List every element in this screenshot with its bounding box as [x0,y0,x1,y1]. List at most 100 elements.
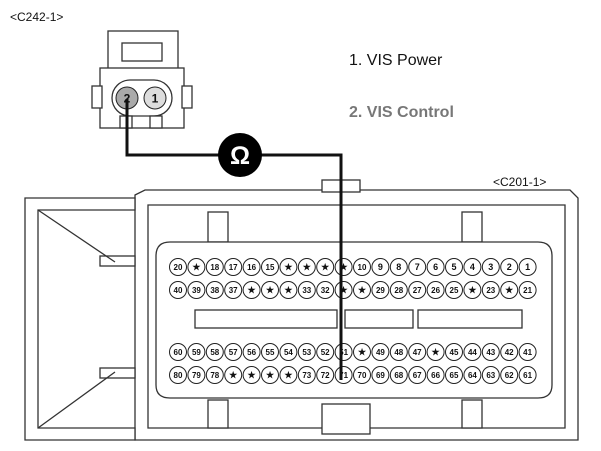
pin-41: 41 [518,343,537,361]
pin-label: 9 [378,262,383,272]
ohm-symbol: Ω [230,142,250,170]
pin-60: 60 [169,343,187,361]
pin-label: 8 [396,262,401,272]
pin-circle [426,366,445,384]
pin-label: 15 [266,263,275,272]
pin-68: 68 [389,366,408,384]
pin-circle [242,258,261,276]
c201-bottom-key [321,403,371,435]
pin-23: 23 [481,281,500,299]
pin-label: 1 [152,91,159,105]
c242-right-tab [181,85,193,109]
pin-label: 73 [302,371,311,380]
pin-label: 16 [247,263,256,272]
c242-latch-window [121,42,163,62]
c242-key-right [149,115,163,129]
pin-label: 40 [174,286,183,295]
c201-slot-right [417,309,523,329]
pin-circle [242,366,261,384]
pin-53: 53 [297,343,316,361]
pin-59: 59 [187,343,206,361]
pin-38: 38 [205,281,224,299]
pin-circle [353,281,371,299]
pin-78: 78 [205,366,224,384]
pin-39: 39 [187,281,206,299]
pin-48: 48 [389,343,408,361]
pin-unused: ★ [187,258,206,276]
pin-circle [224,258,243,276]
c201-guide-right [461,211,483,243]
pin-65: 65 [445,366,463,384]
pin-label: 60 [174,348,183,357]
pin-unused: ★ [224,366,243,384]
c201-guide-bottom-right [461,399,483,429]
pin-51: 51 [334,343,353,361]
c201-connector [24,179,579,441]
pin-label: 28 [394,286,403,295]
pin-25: 25 [445,281,463,299]
pin-1: 1 [518,258,537,276]
pin-label: ★ [340,285,349,295]
pin-unused: ★ [353,343,371,361]
pin-circle [297,281,316,299]
pin-label: 37 [229,286,238,295]
pin-circle [408,258,427,276]
pin-circle [242,343,261,361]
pin-circle [316,343,335,361]
pin-42: 42 [500,343,519,361]
pin-unused: ★ [297,258,316,276]
pin-circle [426,343,445,361]
pin-circle [169,366,187,384]
pin-circle [187,258,206,276]
pin-circle [500,366,519,384]
pin-unused: ★ [426,343,445,361]
pin-circle [500,258,519,276]
pin-55: 55 [261,343,279,361]
pin-label: 5 [451,262,456,272]
pin-circle [334,281,353,299]
pin-circle [389,343,408,361]
pin-label: 78 [210,371,219,380]
pin-label: 18 [210,263,219,272]
pin-label: 3 [488,262,493,272]
pin-49: 49 [371,343,390,361]
pin-circle [408,366,427,384]
pin-37: 37 [224,281,243,299]
pin-21: 21 [518,281,537,299]
pin-circle [334,366,353,384]
pin-circle [353,366,371,384]
pin-label: ★ [284,370,293,380]
pin-circle [408,343,427,361]
pin-label: 21 [523,286,532,295]
pin-label: 67 [413,371,422,380]
pin-label: 42 [505,348,514,357]
pin-label: 44 [468,348,477,357]
pin-circle [445,366,463,384]
pin-label: 56 [247,348,256,357]
pin-8: 8 [389,258,408,276]
pin-unused: ★ [334,281,353,299]
pin-label: ★ [303,262,312,272]
pin-unused: ★ [353,281,371,299]
c201-lever-bar-top [99,255,136,267]
c242-connector-label: <C242-1> [10,10,64,24]
pin-80: 80 [169,366,187,384]
pin-circle [205,343,224,361]
pin-label: 29 [376,286,385,295]
pin-6: 6 [426,258,445,276]
pin-unused: ★ [279,281,298,299]
pin-circle [205,281,224,299]
pin-circle [187,366,206,384]
pin-label: ★ [192,262,201,272]
pin-unused: ★ [242,281,261,299]
pin-label: ★ [358,285,367,295]
pin-circle [426,258,445,276]
pin-circle [187,281,206,299]
probe-wire-c201-pin71 [258,153,343,380]
pin-circle [279,258,298,276]
pin-unused: ★ [261,366,279,384]
pin-58: 58 [205,343,224,361]
pin-56: 56 [242,343,261,361]
pin-label: ★ [468,285,477,295]
pin-unused: ★ [500,281,519,299]
